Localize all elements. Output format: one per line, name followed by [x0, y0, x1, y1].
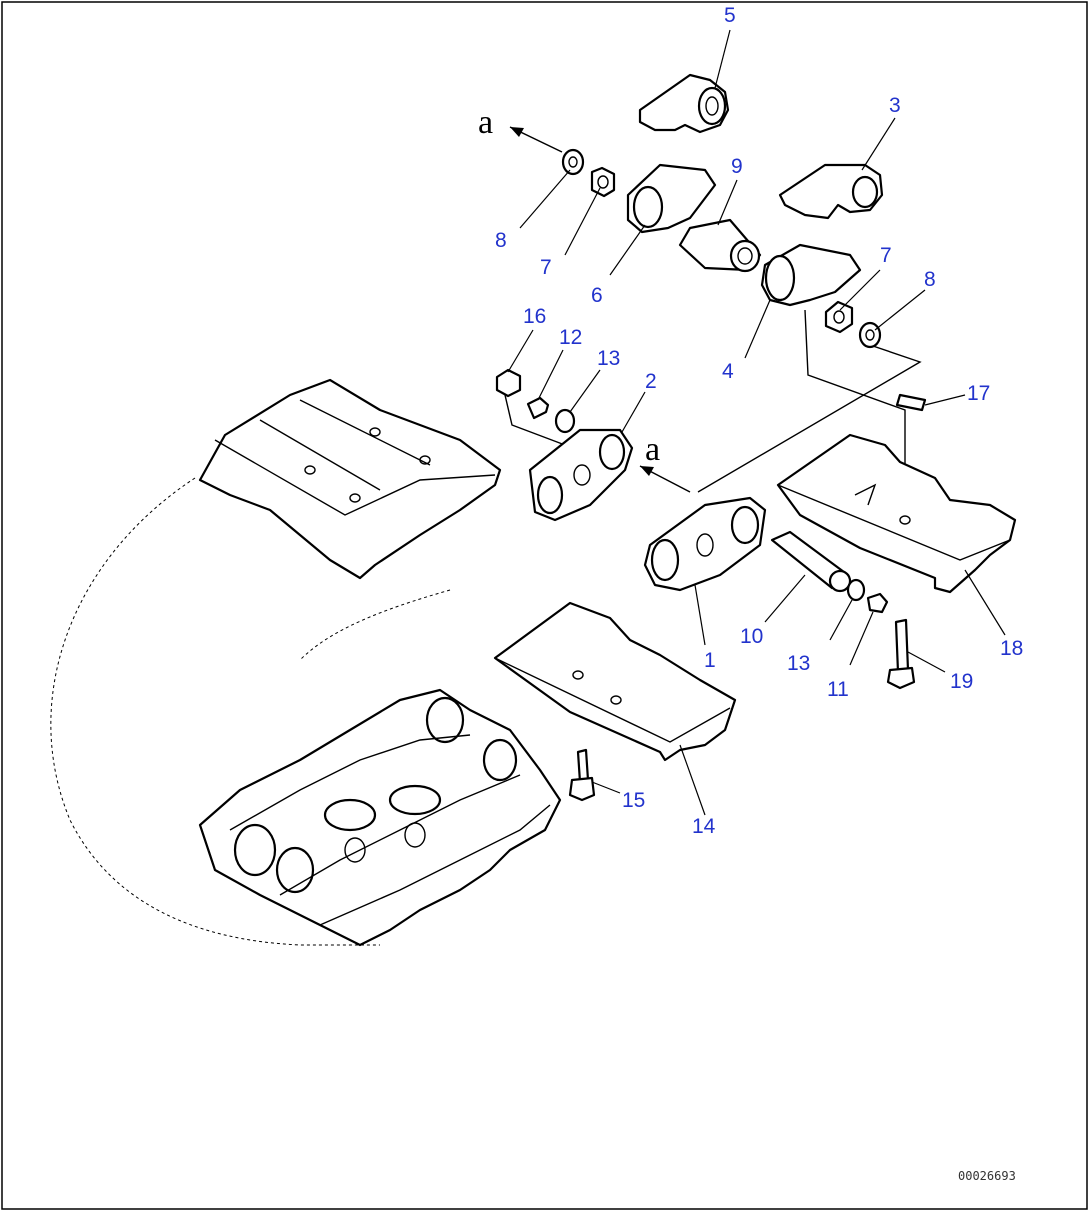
part-17-key: [895, 393, 927, 412]
part-4-link: [760, 243, 862, 307]
callout-16: 16: [523, 305, 546, 328]
callout-15: 15: [622, 789, 645, 812]
part-8-washer-left: [561, 148, 585, 176]
part-5-bracket: [638, 73, 730, 134]
guide-line-3: [697, 344, 922, 493]
part-1-link: [643, 496, 767, 592]
track-shoe-group-upper: [198, 378, 502, 580]
callout-6: 6: [591, 284, 603, 307]
callout-7-right: 7: [880, 244, 892, 267]
guide-line-1: [504, 394, 566, 446]
view-arrow-lower: [639, 465, 691, 493]
guide-line-2: [804, 309, 906, 470]
callout-1: 1: [704, 649, 716, 672]
part-13-ring-upper: [554, 408, 576, 434]
callout-14: 14: [692, 815, 716, 838]
part-16-nut: [495, 368, 522, 398]
part-8-washer-right: [858, 321, 882, 349]
view-arrow-upper: [509, 126, 563, 153]
track-outline: [50, 477, 451, 946]
reference-code: 00026693: [958, 1169, 1016, 1183]
callout-17: 17: [967, 382, 990, 405]
part-19-bolt: [886, 618, 916, 690]
callout-13-upper: 13: [597, 347, 620, 370]
callout-10: 10: [740, 625, 763, 648]
part-3-bracket: [778, 163, 884, 220]
callout-5: 5: [724, 4, 736, 27]
part-2-master-link: [528, 428, 634, 522]
callout-8-upper: 8: [495, 229, 507, 252]
part-15-bolt: [568, 748, 596, 802]
view-marker-lower: a: [645, 431, 660, 468]
part-14-track-shoe: [493, 601, 737, 762]
callout-13-lower: 13: [787, 652, 810, 675]
part-11-spacer: [866, 592, 889, 614]
callout-7-left: 7: [540, 256, 552, 279]
callout-3: 3: [889, 94, 901, 117]
callout-12: 12: [559, 326, 582, 349]
track-assembly-lower: [198, 688, 562, 947]
part-12-pin: [526, 396, 550, 420]
callout-11: 11: [827, 678, 849, 701]
callout-9: 9: [731, 155, 743, 178]
part-7-nut-left: [590, 166, 616, 198]
part-13-ring-lower: [846, 578, 866, 602]
part-9-bushing: [678, 218, 762, 273]
callout-19: 19: [950, 670, 973, 693]
part-7-nut-right: [824, 300, 854, 334]
leader-lines: [507, 29, 1006, 816]
part-10-pin: [770, 530, 852, 593]
part-6-link: [626, 163, 717, 234]
callout-2: 2: [645, 370, 657, 393]
view-marker-upper: a: [478, 104, 493, 141]
callout-8-right: 8: [924, 268, 936, 291]
callout-4: 4: [722, 360, 734, 383]
callout-18: 18: [1000, 637, 1023, 660]
part-18-track-shoe: [776, 433, 1017, 594]
